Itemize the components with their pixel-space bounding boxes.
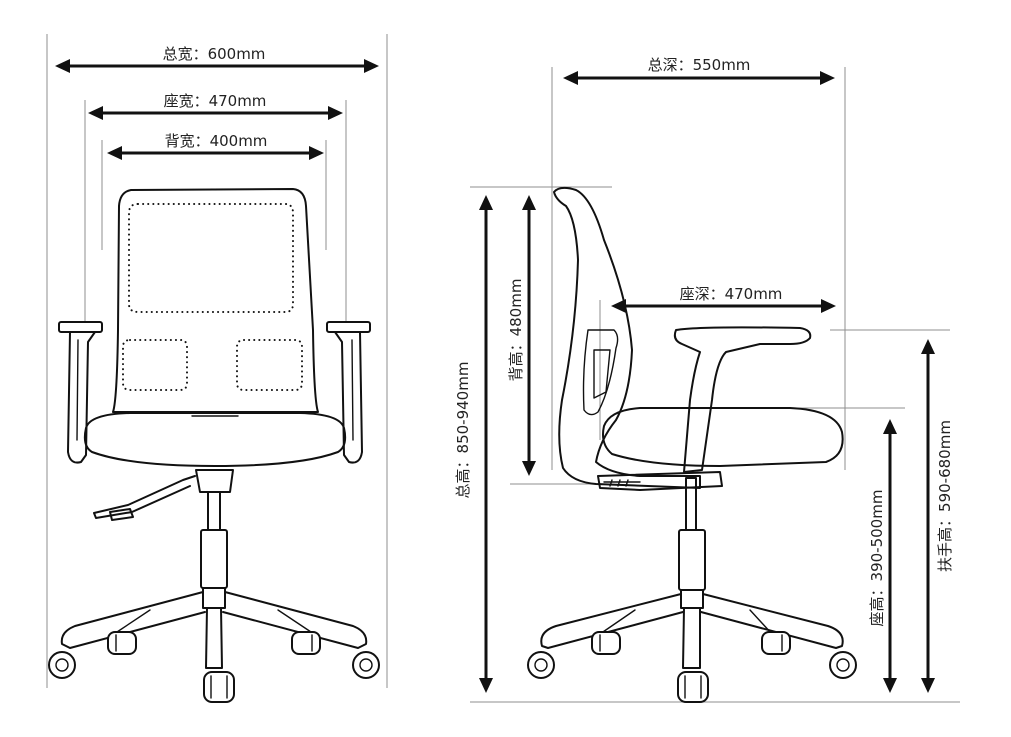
front-mechanism: [195, 469, 234, 493]
front-backrest: [112, 188, 319, 413]
armrest-height-arrow: [921, 339, 935, 693]
back-height-label: 背高：480mm: [507, 279, 525, 382]
seat-width-label: 座宽：470mm: [164, 92, 267, 110]
side-caster-center: [677, 671, 709, 703]
side-caster-right: [829, 651, 857, 679]
total-width-label: 总宽：600mm: [163, 45, 266, 63]
seat-height-arrow: [883, 419, 897, 693]
front-base-hub: [202, 587, 226, 609]
front-cylinder-cover: [200, 529, 228, 589]
back-height-arrow: [522, 195, 536, 476]
side-cylinder-rod: [685, 477, 697, 531]
front-base-leg-center: [205, 607, 223, 669]
back-width-arrow: [107, 146, 324, 160]
front-lever-grip: [109, 508, 134, 521]
front-right-armrest-pad: [326, 321, 371, 333]
front-caster-back-right: [291, 631, 321, 655]
front-caster-right: [352, 651, 380, 679]
side-armrest: [673, 326, 812, 473]
front-left-armrest-inner: [76, 339, 79, 441]
seat-depth-arrow: [611, 299, 836, 313]
total-width-arrow: [55, 59, 379, 73]
total-depth-arrow: [563, 71, 835, 85]
front-left-armrest-pad: [58, 321, 103, 333]
front-base-leg-left: [60, 591, 206, 649]
side-caster-back-right: [761, 631, 791, 655]
side-base-leg-right: [700, 593, 844, 649]
side-seat-cushion: [602, 407, 844, 467]
front-cylinder-rod: [207, 491, 221, 531]
front-caster-back-left: [107, 631, 137, 655]
total-height-arrow: [479, 195, 493, 693]
total-height-label: 总高：850-940mm: [454, 362, 472, 499]
front-base-leg-right: [222, 591, 368, 649]
back-width-label: 背宽：400mm: [165, 132, 268, 150]
total-depth-label: 总深：550mm: [648, 56, 751, 74]
front-back-mesh-upper: [128, 203, 294, 313]
front-back-mesh-left: [122, 339, 188, 391]
side-base-leg-center: [682, 607, 701, 669]
side-caster-left: [527, 651, 555, 679]
side-lumbar-pad: [582, 329, 619, 416]
front-chair-illustration: [48, 188, 380, 703]
front-right-armrest-inner: [351, 339, 354, 441]
side-mechanism: [597, 471, 723, 491]
side-chair-illustration: [527, 186, 857, 703]
front-seat-cushion: [83, 412, 347, 467]
seat-depth-label: 座深：470mm: [680, 285, 783, 303]
side-caster-back-left: [591, 631, 621, 655]
seat-height-label: 座高：390-500mm: [868, 490, 886, 627]
side-view: 总深：550mm 座深：470mm 总高：850-940mm 背高：480mm: [454, 56, 960, 703]
armrest-height-label: 扶手高：590-680mm: [936, 420, 954, 572]
front-right-armrest-post: [334, 331, 363, 464]
front-caster-left: [48, 651, 76, 679]
side-backrest: [553, 186, 701, 489]
side-base-hub: [680, 589, 704, 609]
side-base-leg-left: [540, 593, 684, 649]
side-cylinder-cover: [678, 529, 706, 591]
side-lumbar-handle: [593, 349, 611, 399]
front-back-mesh-right: [236, 339, 303, 391]
front-caster-center: [203, 671, 235, 703]
seat-width-arrow: [88, 106, 343, 120]
front-left-armrest-post: [67, 331, 96, 464]
front-view: 总宽：600mm 座宽：470mm 背宽：400mm: [46, 34, 388, 703]
side-mechanism-ribs: [603, 479, 641, 487]
